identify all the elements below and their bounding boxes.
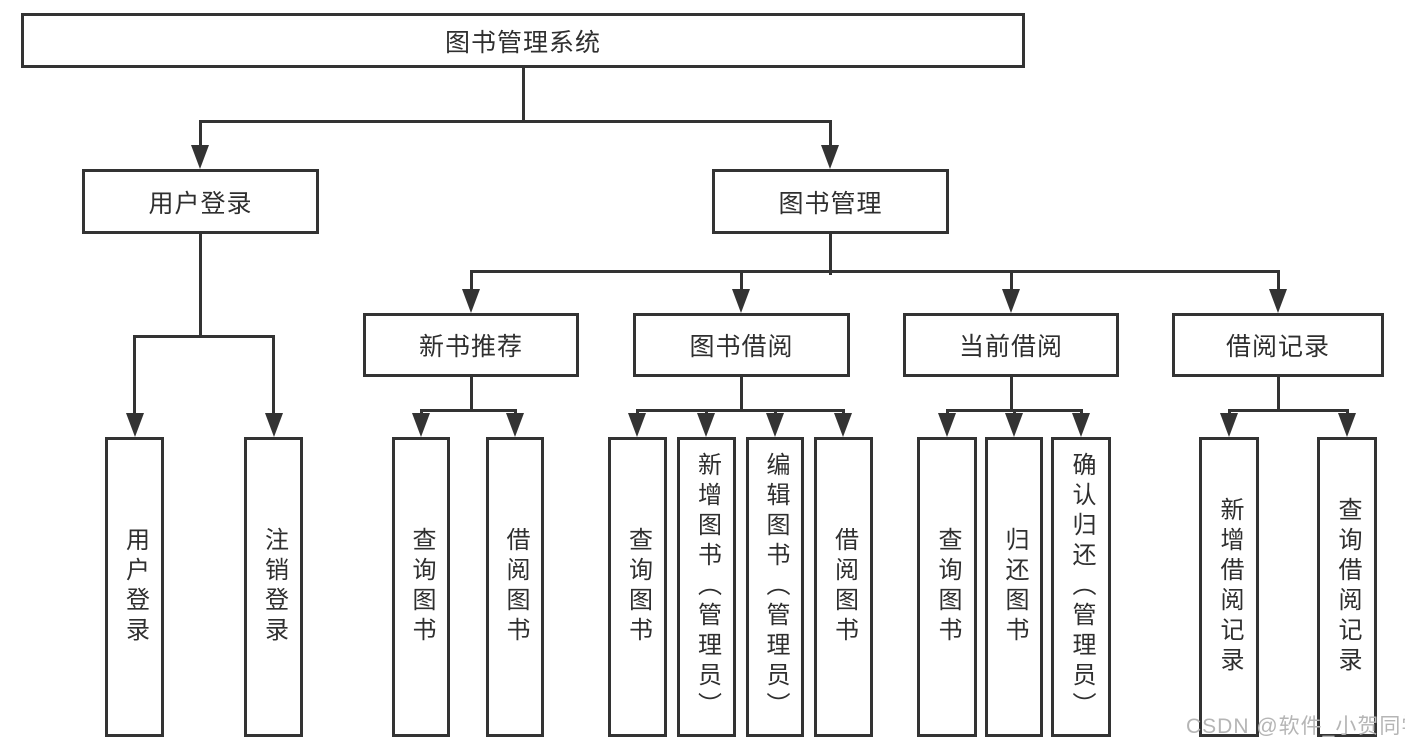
node-label: 编辑图书（管理员） [762,452,789,722]
connector-line [1276,270,1280,292]
node-label: 用户登录 [148,189,253,218]
node-new-book-recommend: 新书推荐 [363,313,579,377]
node-label: 查询借阅记录 [1334,497,1361,677]
connector-line [1227,409,1349,412]
leaf-return-books: 归还图书 [985,437,1043,737]
node-label: 图书管理系统 [444,28,601,57]
leaf-user-login: 用户登录 [105,437,164,737]
connector-line [739,377,743,412]
connector-line [1276,377,1280,412]
node-label: 查询图书 [408,527,435,647]
node-label: 图书借阅 [689,333,794,361]
node-label: 借阅记录 [1225,333,1330,361]
arrow-down-icon [1072,413,1090,437]
connector-line [419,409,517,412]
arrow-down-icon [1002,289,1020,313]
arrow-down-icon [732,289,750,313]
arrow-down-icon [125,413,144,437]
connector-line [198,234,202,338]
arrow-down-icon [628,413,646,437]
connector-line [272,335,275,417]
node-label: 归还图书 [1001,527,1028,647]
arrow-down-icon [697,413,715,437]
leaf-logout: 注销登录 [244,437,303,737]
leaf-borrow-books-1: 借阅图书 [486,437,544,737]
node-library-management-system: 图书管理系统 [21,13,1025,68]
node-user-login: 用户登录 [82,169,319,234]
connector-line [739,270,743,292]
arrow-down-icon [462,289,480,313]
leaf-query-books-3: 查询图书 [917,437,977,737]
connector-line [133,335,275,338]
arrow-down-icon [938,413,956,437]
watermark: CSDN @软件_小贺同学 [1186,715,1405,738]
connector-line [469,270,1280,273]
leaf-borrow-books-2: 借阅图书 [814,437,873,737]
arrow-down-icon [191,145,209,169]
node-borrow-record: 借阅记录 [1172,313,1384,377]
connector-line [521,68,525,123]
connector-line [828,120,832,148]
node-label: 当前借阅 [958,333,1063,361]
node-label: 新增借阅记录 [1216,497,1243,677]
arrow-down-icon [834,413,852,437]
node-label: 查询图书 [934,527,961,647]
arrow-down-icon [766,413,784,437]
leaf-add-borrow-record: 新增借阅记录 [1199,437,1259,737]
leaf-add-books-admin: 新增图书（管理员） [677,437,736,737]
node-label: 查询图书 [624,527,652,647]
arrow-down-icon [821,145,839,169]
node-label: 确认归还（管理员） [1068,452,1095,722]
node-book-management: 图书管理 [712,169,949,234]
arrow-down-icon [264,413,283,437]
node-current-borrow: 当前借阅 [903,313,1119,377]
arrow-down-icon [1269,289,1287,313]
connector-line [635,409,845,412]
node-label: 图书管理 [778,189,883,218]
node-label: 借阅图书 [830,527,858,647]
connector-line [1009,270,1013,292]
node-book-borrow: 图书借阅 [633,313,850,377]
leaf-confirm-return-admin: 确认归还（管理员） [1051,437,1111,737]
node-label: 用户登录 [121,527,149,647]
leaf-query-books-2: 查询图书 [608,437,667,737]
connector-line [1009,377,1013,412]
connector-line [828,234,832,275]
node-label: 借阅图书 [502,527,529,647]
connector-line [198,120,202,148]
node-label: 新增图书（管理员） [693,452,721,722]
leaf-edit-books-admin: 编辑图书（管理员） [746,437,804,737]
node-label: 新书推荐 [418,333,523,361]
connector-line [133,335,136,417]
leaf-query-borrow-record: 查询借阅记录 [1317,437,1377,737]
arrow-down-icon [1338,413,1356,437]
connector-line [469,270,473,292]
connector-line [198,120,832,123]
arrow-down-icon [1220,413,1238,437]
leaf-query-books-1: 查询图书 [392,437,450,737]
arrow-down-icon [506,413,524,437]
arrow-down-icon [1005,413,1023,437]
arrow-down-icon [412,413,430,437]
node-label: 注销登录 [260,527,288,647]
connector-line [469,377,473,412]
